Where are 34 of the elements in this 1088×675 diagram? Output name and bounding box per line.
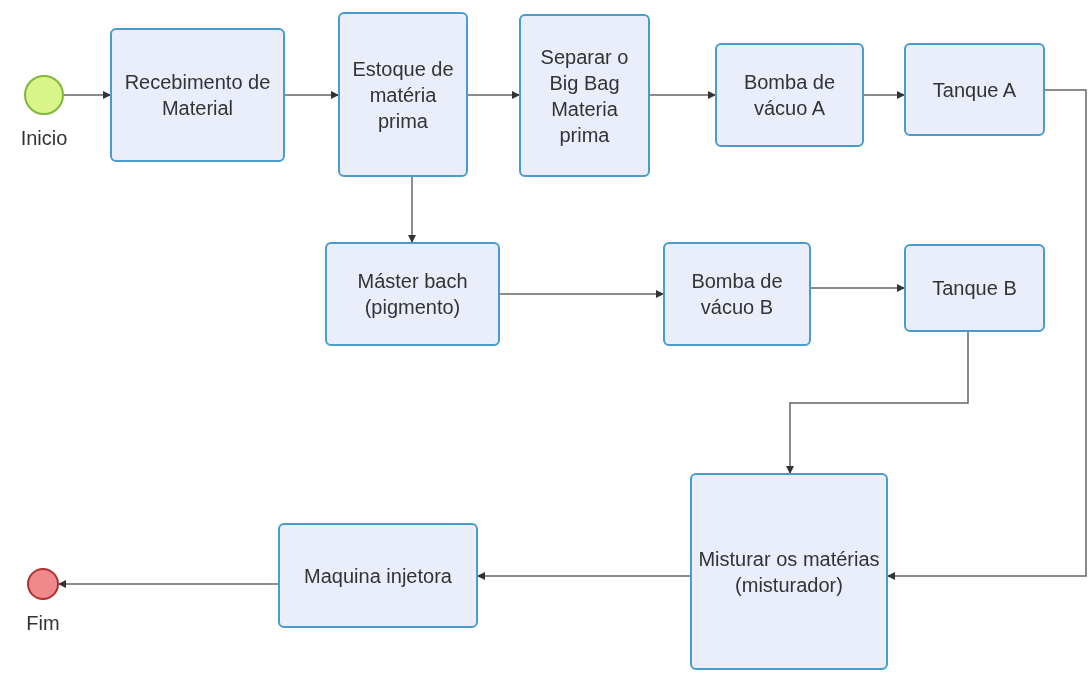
arrow [786,331,969,474]
arrow [863,91,905,99]
process-box [904,43,1045,136]
box-label: Tanque A [932,77,1017,103]
box-label: Bomba de vácuo A [742,70,837,121]
process-box [690,473,888,670]
arrow [467,91,520,99]
process-box [715,43,864,147]
arrow [810,284,905,292]
box-label: Maquina injetora [304,563,452,589]
arrow [477,572,691,580]
box-label: Estoque de matéria prima [351,56,455,134]
process-box [904,244,1045,332]
arrow [63,91,111,99]
box-label: Separar o Big Bag Materia prima [539,44,630,148]
box-label: Misturar os matérias (misturador) [697,546,881,598]
box-label: Máster bach (pigmento) [356,269,469,320]
arrow [58,580,279,588]
process-box [663,242,811,346]
event-label: Inicio [20,126,68,151]
process-box [519,14,650,177]
arrow [649,91,716,99]
box-label: Tanque B [932,276,1017,301]
event-label: Fim [26,611,60,636]
arrow [284,91,339,99]
arrow [408,176,416,243]
process-box [325,242,500,346]
process-box [110,28,285,162]
process-box [278,523,478,628]
arrow [887,89,1087,580]
box-label: Recebimento de Material [123,70,272,121]
box-label: Bomba de vácuo B [690,269,784,320]
process-box [338,12,468,177]
arrow [499,290,664,298]
